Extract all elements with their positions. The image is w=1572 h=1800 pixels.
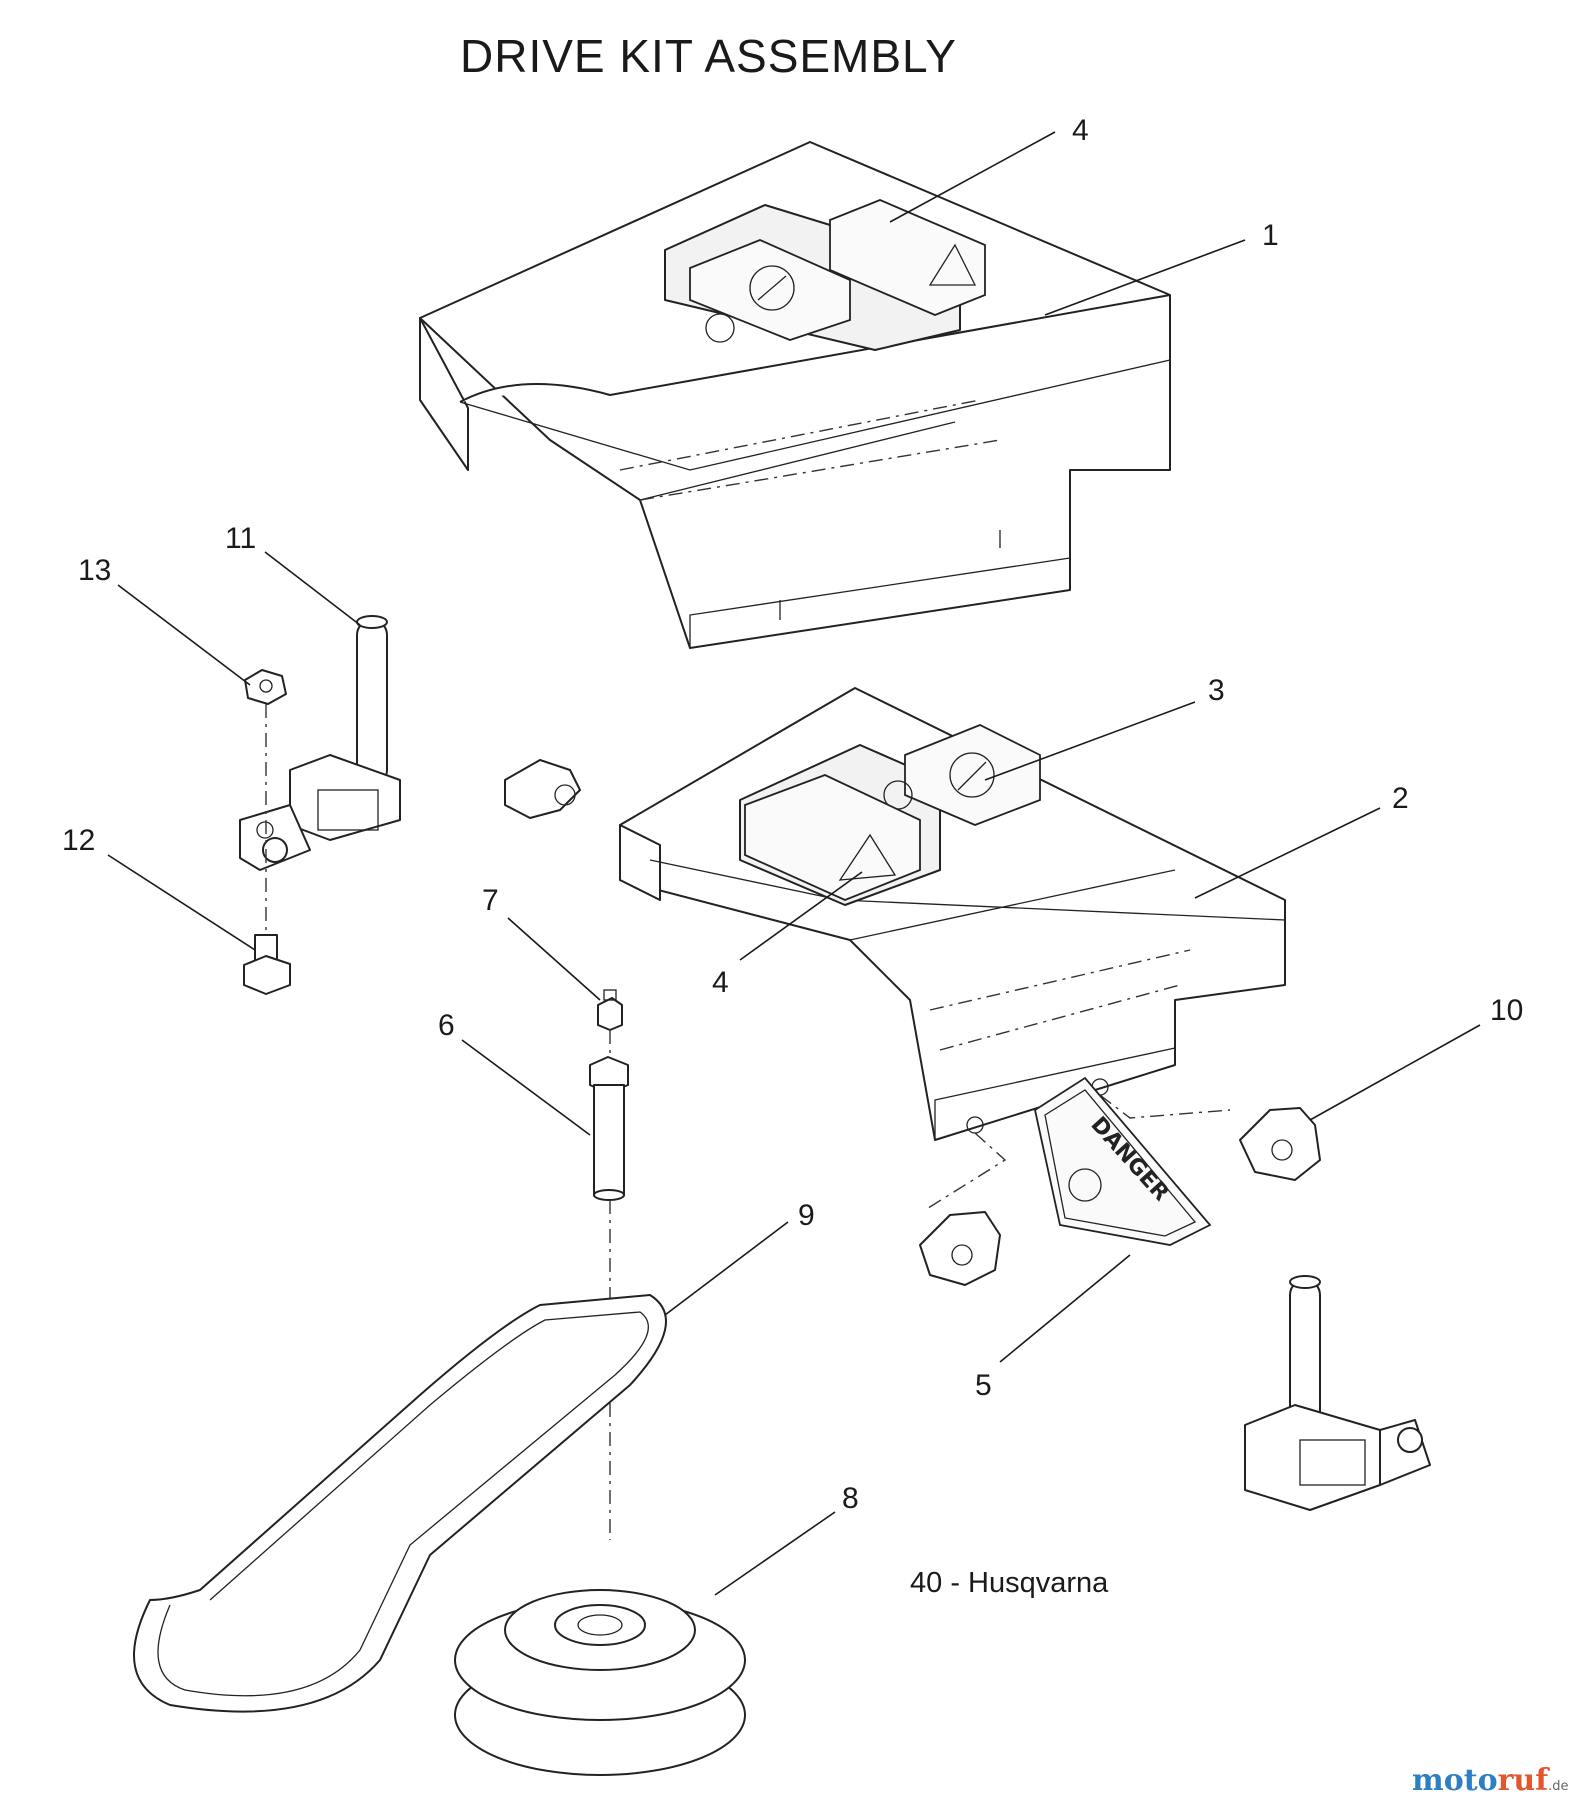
grease-fitting xyxy=(597,989,623,1031)
lower-drive-cover xyxy=(619,687,1286,1211)
diagram-title: DRIVE KIT ASSEMBLY xyxy=(460,30,957,82)
callout-label: 4 xyxy=(712,966,729,999)
callout-6: 6 xyxy=(438,1009,591,1136)
callout-12: 12 xyxy=(62,824,256,951)
callout-label: 8 xyxy=(842,1482,859,1515)
shaft xyxy=(589,1056,629,1201)
belt xyxy=(133,1294,667,1713)
callout-label: 3 xyxy=(1208,674,1225,707)
callout-label: 4 xyxy=(1072,114,1089,147)
callout-1: 1 xyxy=(1044,219,1279,316)
watermark-logo: motoruf.de xyxy=(1412,1763,1569,1798)
callout-label: 6 xyxy=(438,1009,455,1042)
callout-label: 11 xyxy=(225,522,256,555)
callout-label: 7 xyxy=(482,884,499,917)
upper-drive-cover xyxy=(419,141,1171,649)
watermark-suffix: .de xyxy=(1548,1779,1568,1794)
callout-4-upper: 4 xyxy=(889,114,1089,223)
callout-label: 9 xyxy=(798,1199,815,1232)
watermark-part2: ruf xyxy=(1498,1763,1551,1798)
callout-label: 1 xyxy=(1262,219,1279,252)
callout-label: 13 xyxy=(78,554,111,587)
callout-10: 10 xyxy=(1309,994,1523,1121)
callout-label: 10 xyxy=(1490,994,1523,1027)
svg-text:motoruf.de: motoruf.de xyxy=(1412,1763,1569,1798)
pin-bracket-right xyxy=(1244,1275,1431,1511)
callout-2: 2 xyxy=(1194,782,1409,899)
callout-13: 13 xyxy=(78,554,251,686)
watermark-part1: moto xyxy=(1412,1763,1498,1798)
callout-label: 12 xyxy=(62,824,95,857)
callout-3: 3 xyxy=(984,674,1225,781)
knob-lower xyxy=(919,1211,1001,1286)
callout-label: 5 xyxy=(975,1369,992,1402)
bolt xyxy=(243,934,291,995)
callout-4-lower: 4 xyxy=(712,871,863,999)
model-caption: 40 - Husqvarna xyxy=(910,1567,1109,1599)
pulley xyxy=(454,1589,746,1776)
callout-9: 9 xyxy=(664,1199,815,1316)
callout-5: 5 xyxy=(975,1254,1131,1402)
nut xyxy=(244,669,287,705)
callout-8: 8 xyxy=(714,1482,859,1596)
callout-11: 11 xyxy=(225,522,361,626)
danger-decal: DANGER xyxy=(1033,1076,1212,1246)
pin-bracket-left xyxy=(239,615,401,871)
callout-7: 7 xyxy=(482,884,601,1001)
knob-right xyxy=(1239,1107,1321,1181)
callout-label: 2 xyxy=(1392,782,1409,815)
knob-left-upper xyxy=(504,759,581,819)
